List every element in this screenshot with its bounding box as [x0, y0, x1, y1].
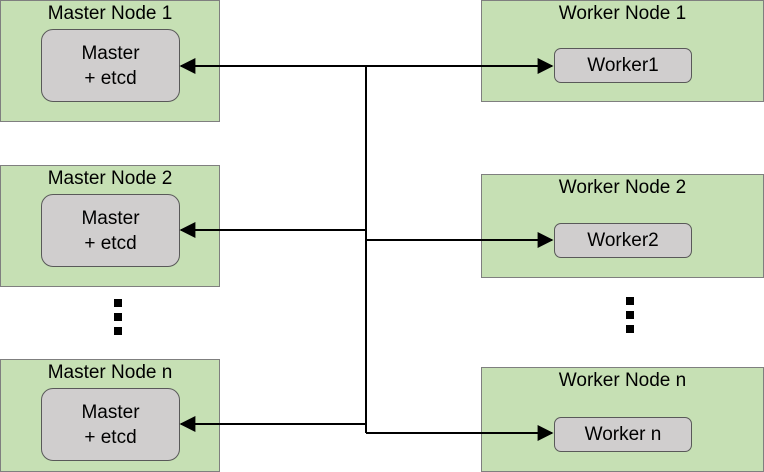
worker-node-n-title: Worker Node n: [558, 370, 687, 391]
worker-n-component: Worker n: [554, 417, 692, 452]
master-n-etcd-label: + etcd: [84, 426, 137, 448]
master-1-label: Master: [81, 42, 140, 64]
master-ellipsis: [114, 299, 122, 341]
master-node-1-title: Master Node 1: [47, 3, 173, 24]
worker-2-label: Worker2: [587, 230, 659, 251]
worker-1-label: Worker1: [587, 55, 659, 76]
ellipsis-dot: [114, 313, 122, 321]
ellipsis-dot: [626, 297, 634, 305]
worker-node-2: Worker Node 2 Worker2: [481, 174, 764, 278]
worker-node-1-title: Worker Node 1: [558, 3, 687, 24]
worker-node-2-title: Worker Node 2: [558, 177, 687, 198]
worker-1-component: Worker1: [554, 48, 692, 83]
master-node-n-title: Master Node n: [47, 362, 173, 383]
master-n-label: Master: [81, 401, 140, 423]
ellipsis-dot: [114, 299, 122, 307]
worker-node-n: Worker Node n Worker n: [481, 367, 764, 472]
master-1-component: Master + etcd: [41, 29, 180, 102]
master-2-etcd-label: + etcd: [84, 232, 137, 254]
master-2-component: Master + etcd: [41, 194, 180, 267]
worker-2-component: Worker2: [554, 223, 692, 258]
worker-ellipsis: [626, 297, 634, 339]
worker-n-label: Worker n: [584, 424, 662, 445]
master-node-2-title: Master Node 2: [47, 168, 173, 189]
ellipsis-dot: [626, 311, 634, 319]
ellipsis-dot: [114, 327, 122, 335]
ellipsis-dot: [626, 325, 634, 333]
worker-node-1: Worker Node 1 Worker1: [481, 0, 764, 102]
master-2-label: Master: [81, 207, 140, 229]
master-1-etcd-label: + etcd: [84, 67, 137, 89]
